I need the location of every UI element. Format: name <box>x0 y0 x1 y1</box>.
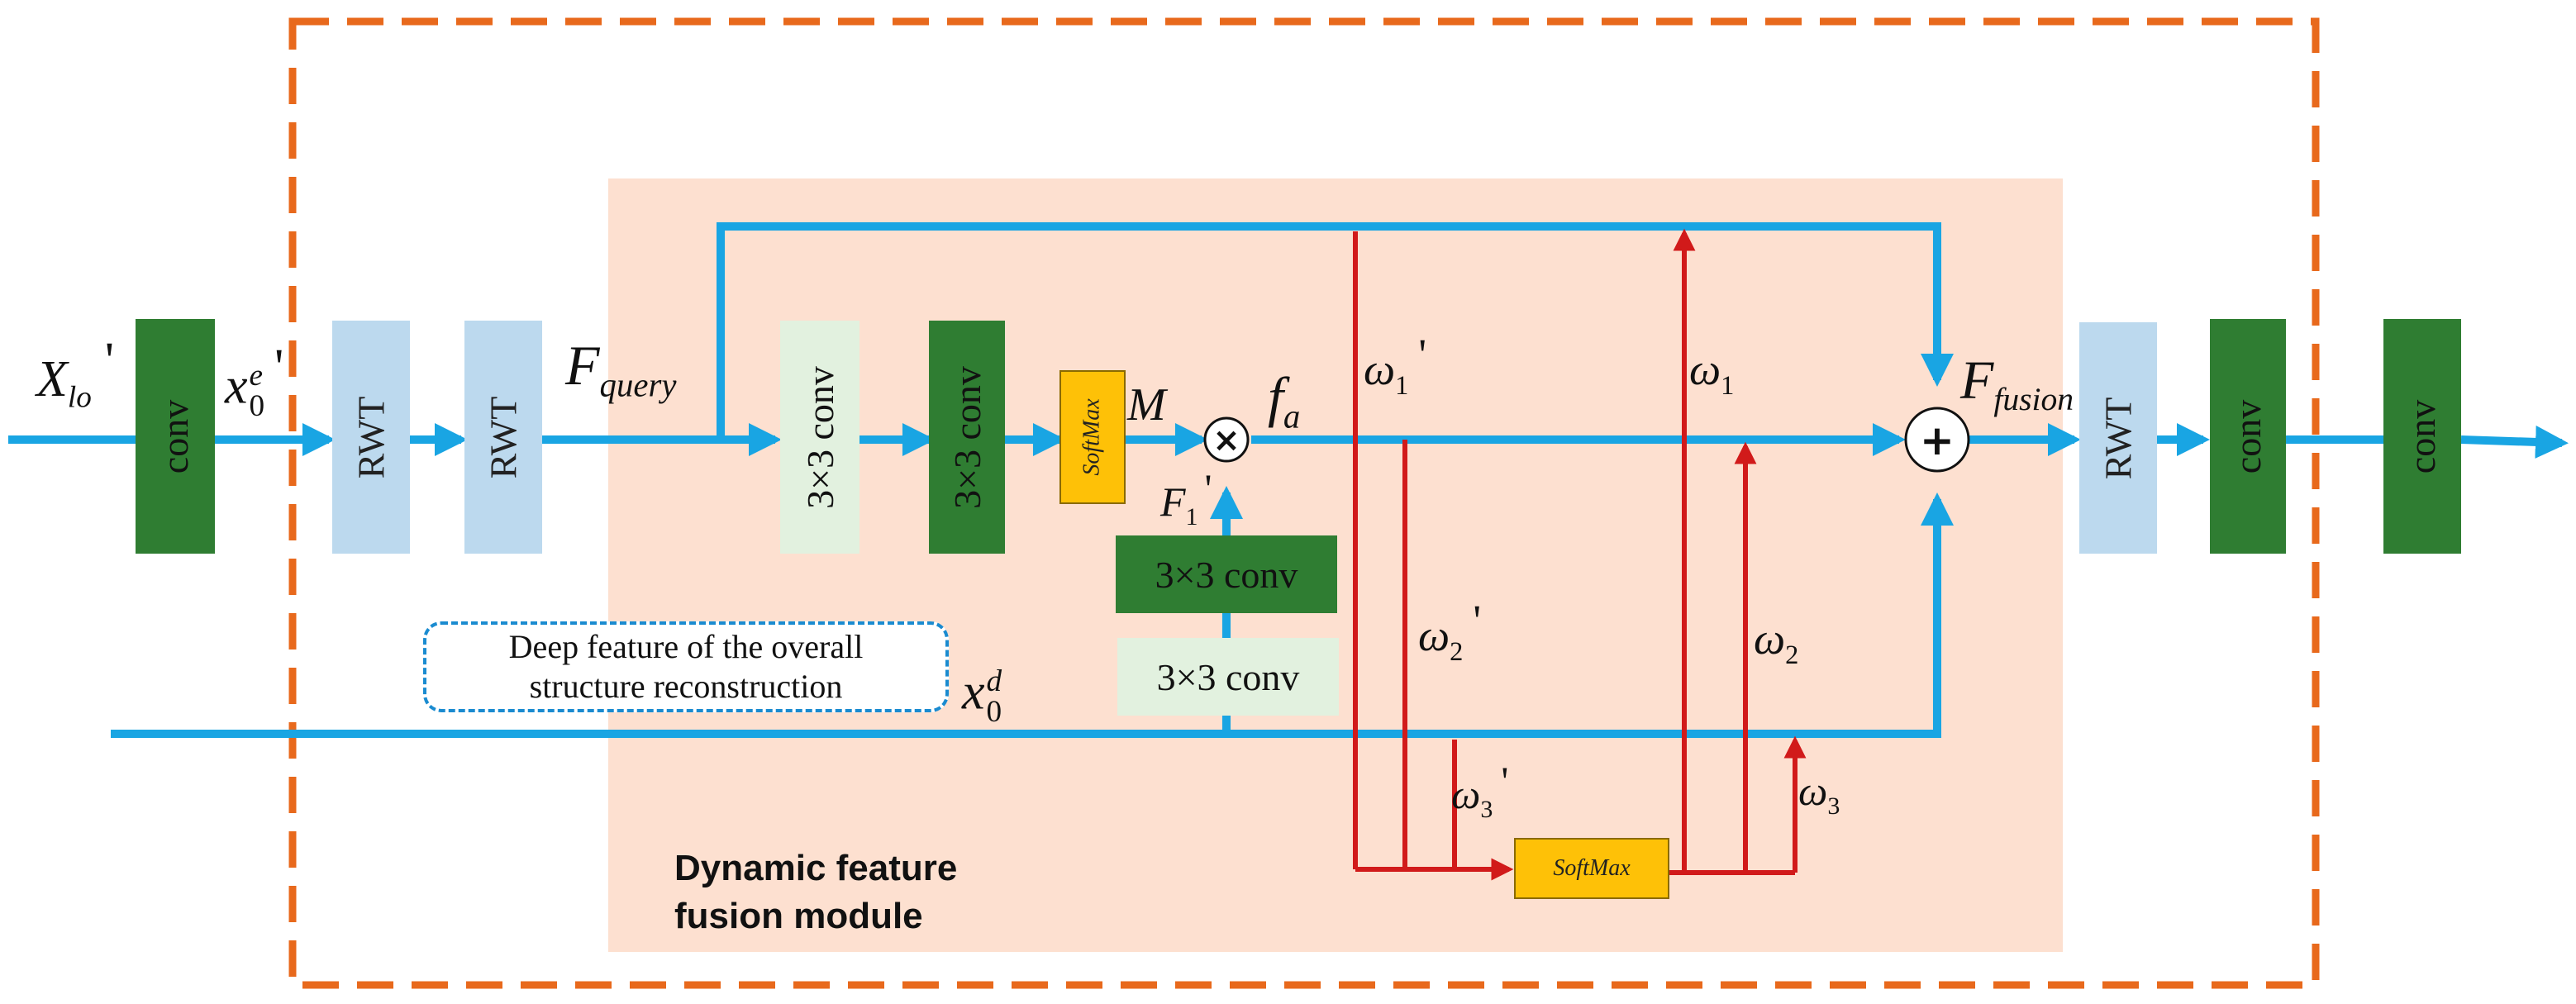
conv-block-out-2: conv <box>2383 319 2461 554</box>
deep-feature-note: Deep feature of the overall structure re… <box>423 621 949 712</box>
deep-feature-note-line-2: structure reconstruction <box>529 668 843 705</box>
rwt-block-out: RWT <box>2079 322 2157 554</box>
rwt-block-2-label: RWT <box>482 396 525 478</box>
label-f-fusion: Ffusion <box>1960 350 2074 418</box>
softmax-block-top: SoftMax <box>1059 370 1126 504</box>
label-w2: ω2 <box>1754 614 1799 670</box>
label-m: M <box>1127 379 1166 431</box>
label-f-query: Fquery <box>565 334 677 404</box>
softmax-bottom-label: SoftMax <box>1553 855 1631 881</box>
rwt-block-1: RWT <box>332 321 410 554</box>
rwt-block-1-label: RWT <box>350 396 393 478</box>
softmax-top-label: SoftMax <box>1079 398 1105 476</box>
module-title-line-1: Dynamic feature <box>674 848 958 888</box>
module-title-line-2: fusion module <box>674 896 923 936</box>
multiply-operator <box>1203 416 1250 463</box>
flow-deep-feature <box>111 492 1954 738</box>
conv3-mid-light-block: 3×3 conv <box>1117 638 1339 716</box>
conv-block-input: conv <box>136 319 215 554</box>
label-w2p: ω2' <box>1418 596 1482 667</box>
rwt-block-2: RWT <box>464 321 542 554</box>
module-title: Dynamic feature fusion module <box>674 845 957 940</box>
conv3-dark-label: 3×3 conv <box>945 365 988 509</box>
conv-block-input-label: conv <box>154 399 197 473</box>
add-symbol: + <box>1920 416 1955 464</box>
label-f1: F1' <box>1160 465 1212 531</box>
label-x-lo: Xlo' <box>36 333 114 415</box>
conv3-light-block: 3×3 conv <box>780 321 859 554</box>
conv3-mid-dark-label: 3×3 conv <box>1155 553 1298 596</box>
softmax-block-bottom: SoftMax <box>1514 838 1669 899</box>
flow-skip-top <box>717 222 1954 440</box>
rwt-block-out-label: RWT <box>2097 397 2140 479</box>
conv3-mid-dark-block: 3×3 conv <box>1116 535 1337 613</box>
label-w1p: ω1' <box>1364 330 1427 401</box>
outer-dashed-frame <box>288 17 2320 989</box>
label-f-a: fa <box>1268 365 1301 435</box>
conv-block-out-2-label: conv <box>2401 399 2444 473</box>
add-operator <box>1904 407 1970 473</box>
conv3-light-label: 3×3 conv <box>798 365 841 509</box>
label-w3: ω3 <box>1798 768 1840 820</box>
conv-block-out-1-label: conv <box>2226 399 2269 473</box>
conv3-mid-light-label: 3×3 conv <box>1156 655 1300 698</box>
label-w1: ω1 <box>1689 345 1735 401</box>
deep-feature-note-line-1: Deep feature of the overall <box>508 628 864 665</box>
conv3-dark-block: 3×3 conv <box>929 321 1005 554</box>
conv-block-out-1: conv <box>2210 319 2286 554</box>
label-w3p: ω3' <box>1451 758 1509 823</box>
multiply-symbol: × <box>1212 421 1240 459</box>
flow-output <box>2460 425 2569 459</box>
